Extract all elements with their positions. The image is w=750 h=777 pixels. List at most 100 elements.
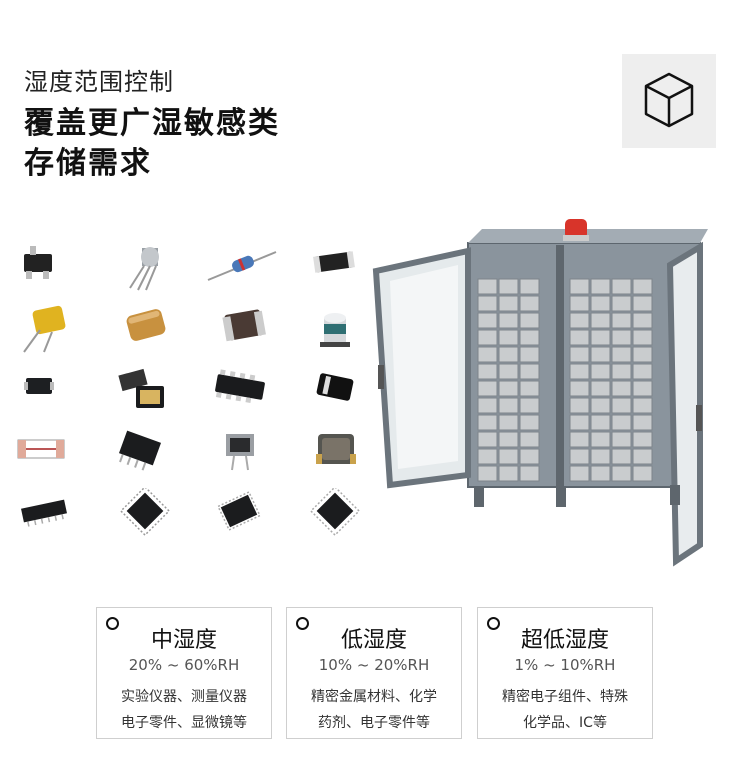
drawer bbox=[632, 312, 653, 329]
headline-line-1: 覆盖更广湿敏感类 bbox=[24, 106, 280, 141]
drawer bbox=[498, 380, 519, 397]
card-medium-humidity: 中湿度 20% ~ 60%RH 实验仪器、测量仪器 电子零件、显微镜等 bbox=[96, 607, 272, 739]
section-headline: 覆盖更广湿敏感类 存储需求 bbox=[24, 104, 280, 184]
tssop-ic-icon bbox=[202, 488, 282, 540]
soic-ic-icon bbox=[10, 488, 90, 540]
electrolytic-capacitor-icon bbox=[298, 302, 378, 354]
crystal-oscillator-icon bbox=[106, 364, 186, 416]
power-inductor-icon bbox=[298, 426, 378, 478]
drawer bbox=[569, 312, 590, 329]
drawer bbox=[477, 414, 498, 431]
smd-diode-icon bbox=[298, 364, 378, 416]
drawer bbox=[498, 397, 519, 414]
sod-diode-icon bbox=[10, 364, 90, 416]
drawer bbox=[632, 295, 653, 312]
drawer bbox=[632, 380, 653, 397]
card-title: 低湿度 bbox=[340, 628, 407, 653]
drawer bbox=[632, 448, 653, 465]
card-desc-line-1: 精密电子组件、特殊 bbox=[502, 689, 628, 705]
to92-transistor-icon bbox=[106, 240, 186, 292]
drawer bbox=[519, 346, 540, 363]
tantalum-capacitor-icon bbox=[10, 302, 90, 354]
drawer bbox=[477, 312, 498, 329]
drawer bbox=[569, 431, 590, 448]
bullet-icon bbox=[296, 617, 309, 630]
ceramic-capacitor-icon bbox=[106, 302, 186, 354]
sot-transistor-icon bbox=[10, 240, 90, 292]
drawer bbox=[498, 431, 519, 448]
drawer bbox=[519, 363, 540, 380]
drawer bbox=[611, 448, 632, 465]
drawer bbox=[498, 414, 519, 431]
drawer bbox=[611, 329, 632, 346]
drawer bbox=[519, 465, 540, 482]
card-description: 实验仪器、测量仪器 电子零件、显微镜等 bbox=[101, 684, 267, 736]
card-range: 10% ~ 20%RH bbox=[318, 656, 430, 674]
drawer bbox=[519, 414, 540, 431]
card-desc-line-2: 药剂、电子零件等 bbox=[318, 715, 430, 731]
drawer bbox=[590, 278, 611, 295]
drawer bbox=[590, 448, 611, 465]
drawer bbox=[611, 278, 632, 295]
drawer bbox=[632, 278, 653, 295]
drawer bbox=[611, 346, 632, 363]
drawer bbox=[477, 397, 498, 414]
drawer bbox=[569, 329, 590, 346]
card-description: 精密金属材料、化学 药剂、电子零件等 bbox=[291, 684, 457, 736]
drawer bbox=[590, 414, 611, 431]
dpak-regulator-icon bbox=[202, 426, 282, 478]
drawer bbox=[590, 329, 611, 346]
drawer bbox=[519, 295, 540, 312]
drawer bbox=[569, 380, 590, 397]
drawer bbox=[498, 346, 519, 363]
drawer bbox=[590, 380, 611, 397]
drawer bbox=[498, 295, 519, 312]
card-ultra-low-humidity: 超低湿度 1% ~ 10%RH 精密电子组件、特殊 化学品、IC等 bbox=[477, 607, 653, 739]
drawer bbox=[632, 414, 653, 431]
drawer bbox=[632, 431, 653, 448]
card-title: 超低湿度 bbox=[520, 628, 609, 653]
drawer bbox=[632, 346, 653, 363]
alarm-light bbox=[565, 219, 587, 239]
drawer bbox=[569, 363, 590, 380]
drawer bbox=[611, 295, 632, 312]
drawer bbox=[519, 448, 540, 465]
smd-resistor-icon bbox=[298, 240, 378, 292]
card-title: 中湿度 bbox=[150, 628, 217, 653]
cube-icon bbox=[644, 72, 694, 128]
drawer bbox=[519, 278, 540, 295]
drawer bbox=[590, 295, 611, 312]
drawer bbox=[498, 448, 519, 465]
drawer bbox=[519, 380, 540, 397]
drawer bbox=[477, 295, 498, 312]
card-range: 20% ~ 60%RH bbox=[128, 656, 240, 674]
axial-resistor-icon bbox=[202, 240, 282, 292]
drawer bbox=[477, 363, 498, 380]
resistor-array-icon bbox=[202, 364, 282, 416]
drawer bbox=[498, 465, 519, 482]
drawer bbox=[498, 363, 519, 380]
section-subtitle: 湿度范围控制 bbox=[24, 68, 174, 96]
drawer bbox=[519, 329, 540, 346]
drawer bbox=[590, 363, 611, 380]
drawer bbox=[569, 295, 590, 312]
drawer bbox=[632, 465, 653, 482]
drawer bbox=[590, 346, 611, 363]
dip-ic-icon bbox=[106, 426, 186, 478]
card-range: 1% ~ 10%RH bbox=[514, 656, 616, 674]
headline-line-2: 存储需求 bbox=[24, 146, 152, 181]
drawer bbox=[590, 465, 611, 482]
dry-cabinet-image bbox=[370, 215, 720, 570]
drawer bbox=[590, 312, 611, 329]
drawer bbox=[632, 329, 653, 346]
cube-icon-box bbox=[622, 54, 716, 148]
card-description: 精密电子组件、特殊 化学品、IC等 bbox=[482, 684, 648, 736]
drawer bbox=[611, 363, 632, 380]
drawer bbox=[590, 397, 611, 414]
drawer bbox=[477, 448, 498, 465]
smd-inductor-icon bbox=[202, 302, 282, 354]
drawer bbox=[590, 431, 611, 448]
drawer bbox=[519, 312, 540, 329]
card-desc-line-2: 电子零件、显微镜等 bbox=[121, 715, 247, 731]
drawer bbox=[611, 312, 632, 329]
